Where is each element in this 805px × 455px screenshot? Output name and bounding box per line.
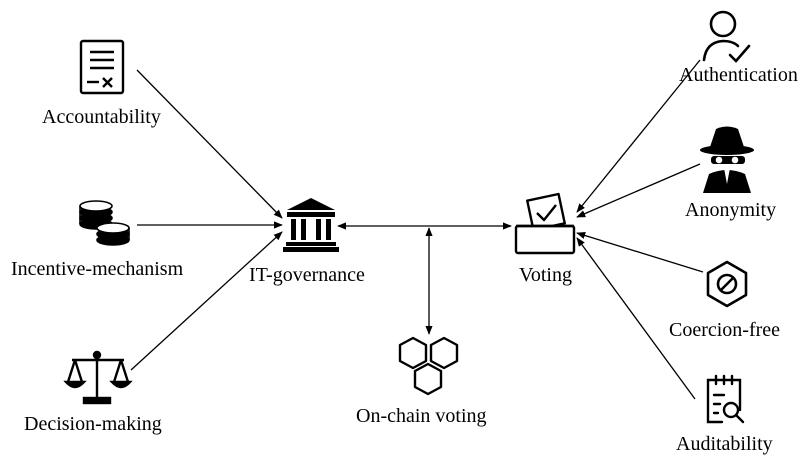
label-on-chain-voting: On-chain voting [356,405,487,427]
label-coercion-free: Coercion-free [669,319,781,341]
label-auditability: Auditability [676,433,773,455]
coin-stack-icon [79,200,130,246]
user-check-icon [702,10,751,63]
balance-scale-icon [63,350,133,405]
audit-search-icon [706,374,745,424]
document-signature-icon [79,39,125,95]
edge-voting-auditability [576,237,696,400]
ballot-box-icon [514,192,576,255]
label-anonymity: Anonymity [685,199,777,221]
hexagon-chain-icon [398,336,459,396]
label-authentication: Authentication [679,64,798,86]
institution-building-icon [283,198,339,252]
edge-voting-coercion [576,231,704,273]
edge-voting-authentication [576,59,701,213]
label-incentive-mechanism: Incentive-mechanism [11,258,184,280]
prohibit-octagon-icon [706,260,748,308]
edge-decision-governance [130,231,283,371]
label-voting: Voting [519,264,572,286]
edge-voting-anonymity [576,163,701,218]
edge-accountability-governance [136,69,283,219]
label-decision-making: Decision-making [24,413,162,435]
label-accountability: Accountability [42,106,161,128]
spy-icon [700,126,754,193]
label-it-governance: IT-governance [249,264,365,286]
